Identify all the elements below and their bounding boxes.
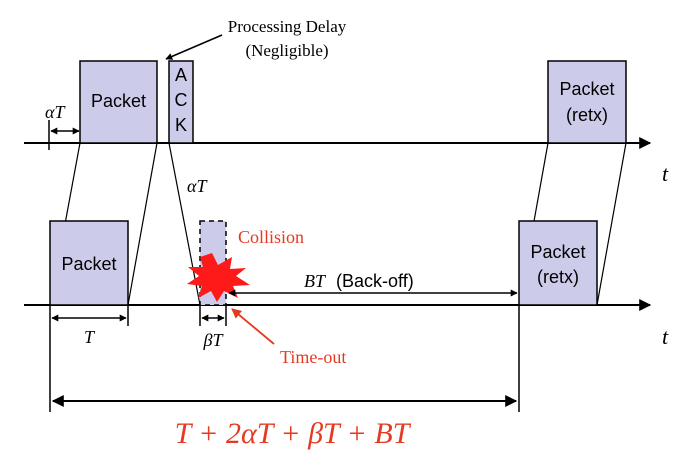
processing-delay-arrow [165,34,223,60]
bottom-retx-label-line1: Packet [530,242,585,262]
propagation-line-packet-end [127,142,158,306]
ack-letter-c: C [175,90,188,110]
timeout-arrow [231,308,275,345]
top-retx-label-line2: (retx) [566,105,608,125]
top-retx-label-line1: Packet [559,79,614,99]
bottom-retx-label-line2: (retx) [537,267,579,287]
top-packet-box [79,60,158,144]
backoff-text-label: (Back-off) [336,271,414,291]
total-formula-label: T + 2αT + βT + BT [175,417,412,450]
top-packet-label: Packet [91,91,146,111]
bottom-axis-t-label: t [662,324,669,349]
collision-label: Collision [238,227,304,247]
bottom-packet-box [49,220,129,306]
bottom-packet-label: Packet [61,254,116,274]
alpha-t-mid-label: αT [187,176,208,196]
timeout-label: Time-out [280,347,346,367]
backoff-bt-label: BT [304,271,327,291]
processing-delay-label-line1: Processing Delay [228,17,347,36]
ack-box [168,60,194,144]
ack-letter-a: A [175,65,187,85]
ack-letter-k: K [175,115,187,135]
propagation-line-ack-start [168,142,201,306]
top-retx-box [547,60,627,144]
bottom-retx-box [518,220,598,306]
propagation-line-retx-end [596,142,627,306]
alpha-t-top-label: αT [45,102,66,122]
top-axis-t-label: t [662,161,669,186]
beta-t-label: βT [203,330,225,350]
processing-delay-label-line2: (Negligible) [245,41,328,60]
t-duration-label: T [84,327,96,347]
